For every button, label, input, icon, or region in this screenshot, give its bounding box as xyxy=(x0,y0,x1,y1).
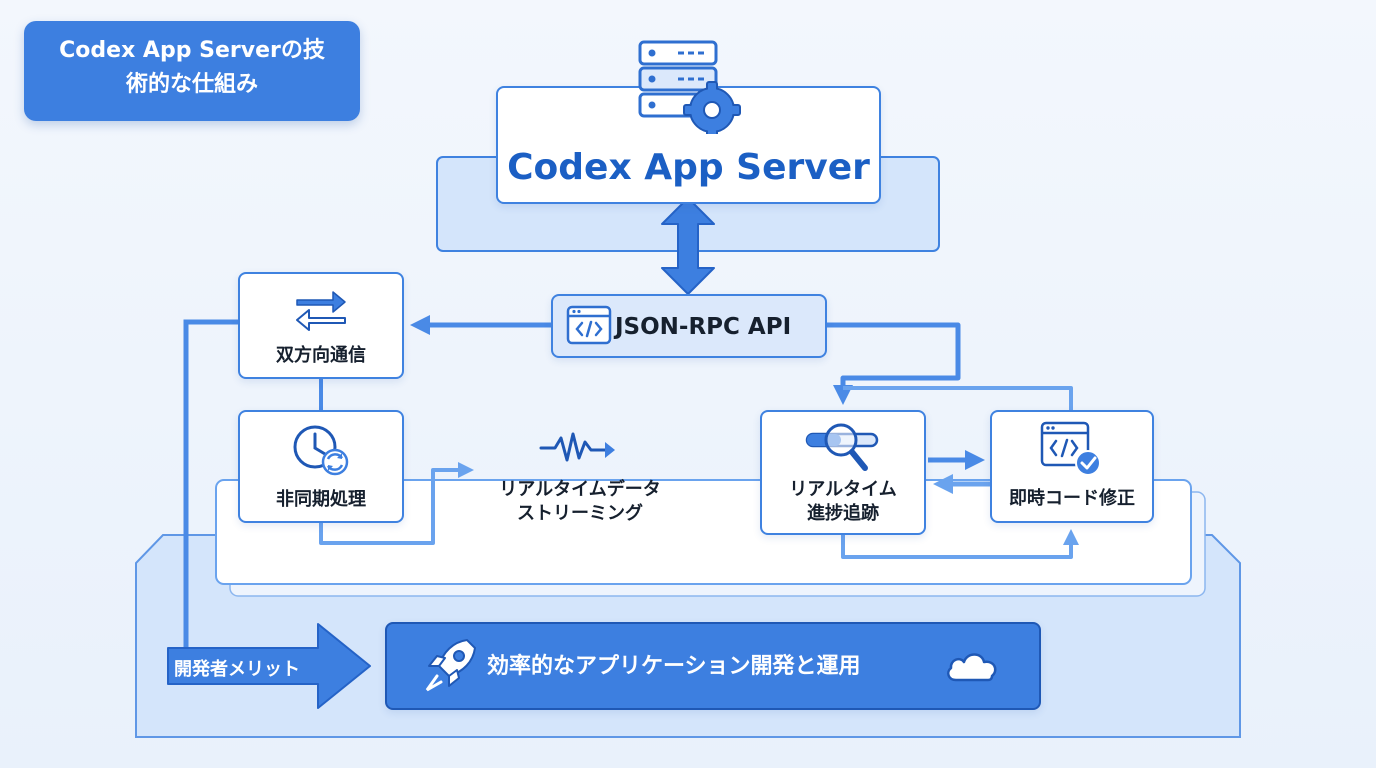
codefix-label: 即時コード修正 xyxy=(1009,488,1135,509)
api-label: JSON-RPC API xyxy=(615,314,792,340)
connector-async-to-streaming xyxy=(319,462,474,545)
server-label: Codex App Server xyxy=(507,147,870,188)
diagram-title: Codex App Serverの技 術的な仕組み xyxy=(24,21,360,121)
connector-bidirectional-to-benefit xyxy=(183,319,238,650)
clock-refresh-icon xyxy=(293,425,349,476)
benefit-label: 効率的なアプリケーション開発と運用 xyxy=(487,654,861,679)
bidirectional-label: 双方向通信 xyxy=(276,345,366,366)
developer-benefit-arrow xyxy=(167,623,371,709)
connector-api-to-progress xyxy=(827,322,961,405)
server-gear-icon xyxy=(638,40,741,134)
developer-benefit-label: 開発者メリット xyxy=(174,659,300,680)
rocket-icon xyxy=(425,638,477,692)
connector-bottom-loop xyxy=(841,529,1079,559)
bidirectional-box: 双方向通信 xyxy=(238,272,404,379)
code-window-icon xyxy=(566,305,612,345)
connector-codefix-loop-top xyxy=(843,386,1073,410)
benefit-bar: 効率的なアプリケーション開発と運用 xyxy=(385,622,1041,710)
streaming-label: リアルタイムデータ ストリーミング xyxy=(499,479,661,524)
code-check-icon xyxy=(1040,421,1101,476)
progress-box: リアルタイム 進捗追跡 xyxy=(760,410,926,535)
waveform-icon xyxy=(539,432,615,462)
cloud-icon xyxy=(947,653,997,682)
magnifier-progress-icon xyxy=(805,423,879,471)
progress-label: リアルタイム 進捗追跡 xyxy=(789,479,897,524)
swap-arrows-icon xyxy=(296,291,346,331)
async-label: 非同期処理 xyxy=(276,489,366,510)
